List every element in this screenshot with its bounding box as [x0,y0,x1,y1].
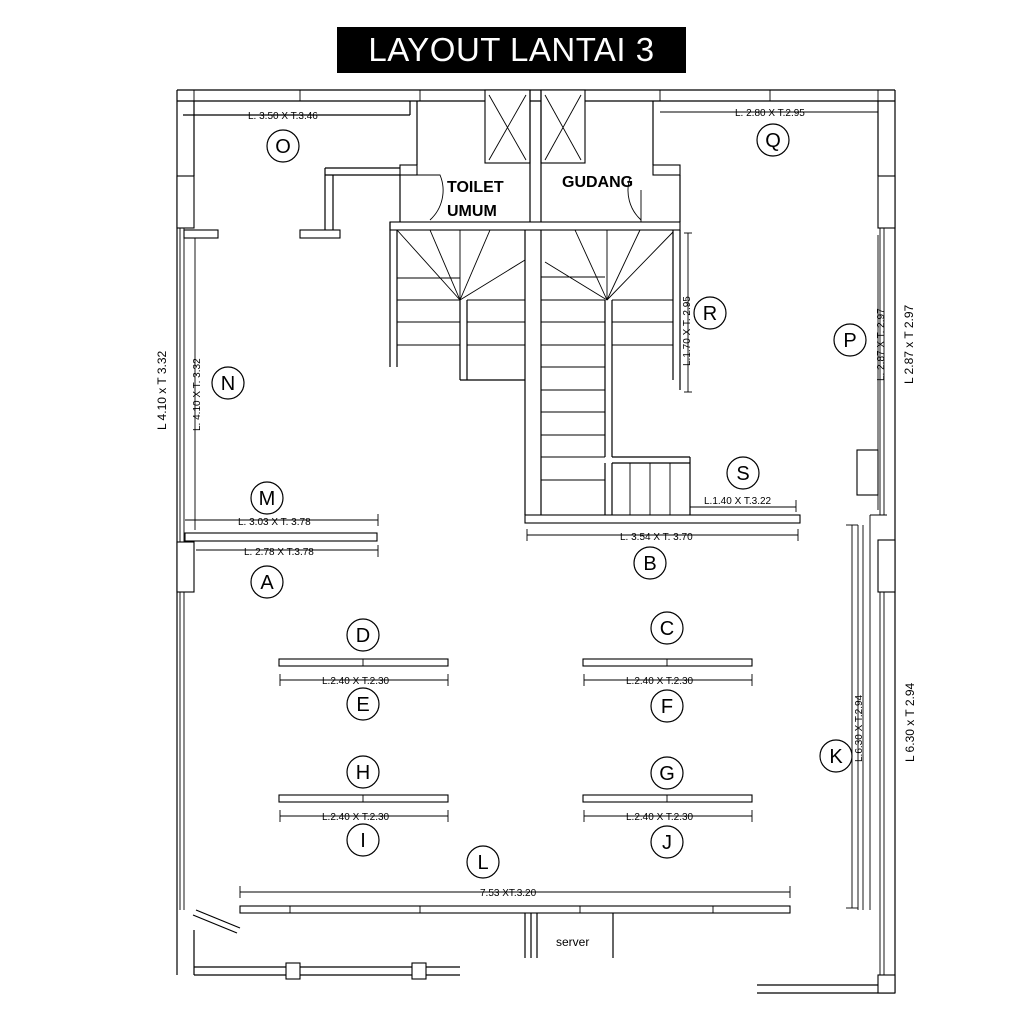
svg-text:F: F [661,696,673,718]
room-o-partition [183,101,418,239]
dim-a: L. 2.78 X T.3.78 [244,547,314,558]
dim-q: L. 2.80 X T.2.95 [735,108,805,119]
svg-text:N: N [221,373,235,395]
svg-text:Q: Q [765,130,781,152]
svg-text:E: E [356,694,369,716]
dim-hi: L.2.40 X T.2.30 [322,812,390,823]
marker-s: S [726,456,760,490]
page-title-box: LAYOUT LANTAI 3 [337,27,686,73]
dim-n-outer: L 4.10 x T 3.32 [155,351,169,430]
svg-text:L: L [477,852,488,874]
svg-text:D: D [356,625,370,647]
marker-b: B [633,546,667,580]
svg-text:A: A [260,572,274,594]
dim-k-inner: L.6.30 X T.2.94 [854,694,865,762]
marker-e: E [346,687,380,721]
marker-a: A [250,565,284,599]
dim-p-outer: L 2.87 x T 2.97 [902,305,916,384]
top-windows [193,90,879,101]
marker-h: H [346,755,380,789]
toilet-label-1: TOILET [447,179,504,196]
dim-gj: L.2.40 X T.2.30 [626,812,694,823]
svg-text:G: G [659,763,675,785]
svg-text:K: K [829,746,843,768]
dim-cf: L.2.40 X T.2.30 [626,676,694,687]
marker-n: N [211,366,245,400]
svg-text:R: R [703,303,717,325]
marker-o: O [266,129,300,163]
desks [239,658,791,958]
dim-p-inner: L. 2.87 X T. 2.97 [876,308,887,381]
marker-j: J [650,825,684,859]
dim-b: L. 3.54 X T. 3.70 [620,532,693,543]
marker-p: P [833,323,867,357]
dim-r: L.1.70 X T. 2.95 [682,296,693,366]
marker-l: L [466,845,500,879]
svg-text:S: S [736,463,749,485]
dim-de: L.2.40 X T.2.30 [322,676,390,687]
marker-k: K [819,739,853,773]
outer-walls [176,89,896,994]
page-title: LAYOUT LANTAI 3 [368,31,655,68]
dim-l: 7.53 XT.3.20 [480,888,537,899]
dimension-lines [184,111,879,909]
svg-text:J: J [662,832,672,854]
svg-text:H: H [356,762,370,784]
marker-i: I [346,823,380,857]
marker-g: G [650,756,684,790]
svg-text:O: O [275,136,291,158]
server-label: server [556,935,589,949]
dim-m: L. 3.03 X T. 3.78 [238,517,311,528]
marker-c: C [650,611,684,645]
svg-text:C: C [660,618,674,640]
marker-d: D [346,618,380,652]
marker-q: Q [756,123,790,157]
marker-r: R [693,296,727,330]
gudang-label: GUDANG [562,174,633,191]
svg-text:M: M [259,488,276,510]
toilet-label-2: UMUM [447,203,497,220]
svg-text:P: P [843,330,856,352]
svg-text:I: I [360,830,366,852]
dim-s: L.1.40 X T.3.22 [704,496,772,507]
dim-o: L. 3.50 X T.3.46 [248,111,318,122]
marker-m: M [250,481,284,515]
marker-f: F [650,689,684,723]
svg-text:B: B [643,553,656,575]
stairs [389,222,801,524]
dim-k-outer: L 6.30 x T 2.94 [903,683,917,762]
core-rooms [389,89,681,231]
dim-n-inner: L. 4.10 X T. 3.32 [192,358,203,431]
